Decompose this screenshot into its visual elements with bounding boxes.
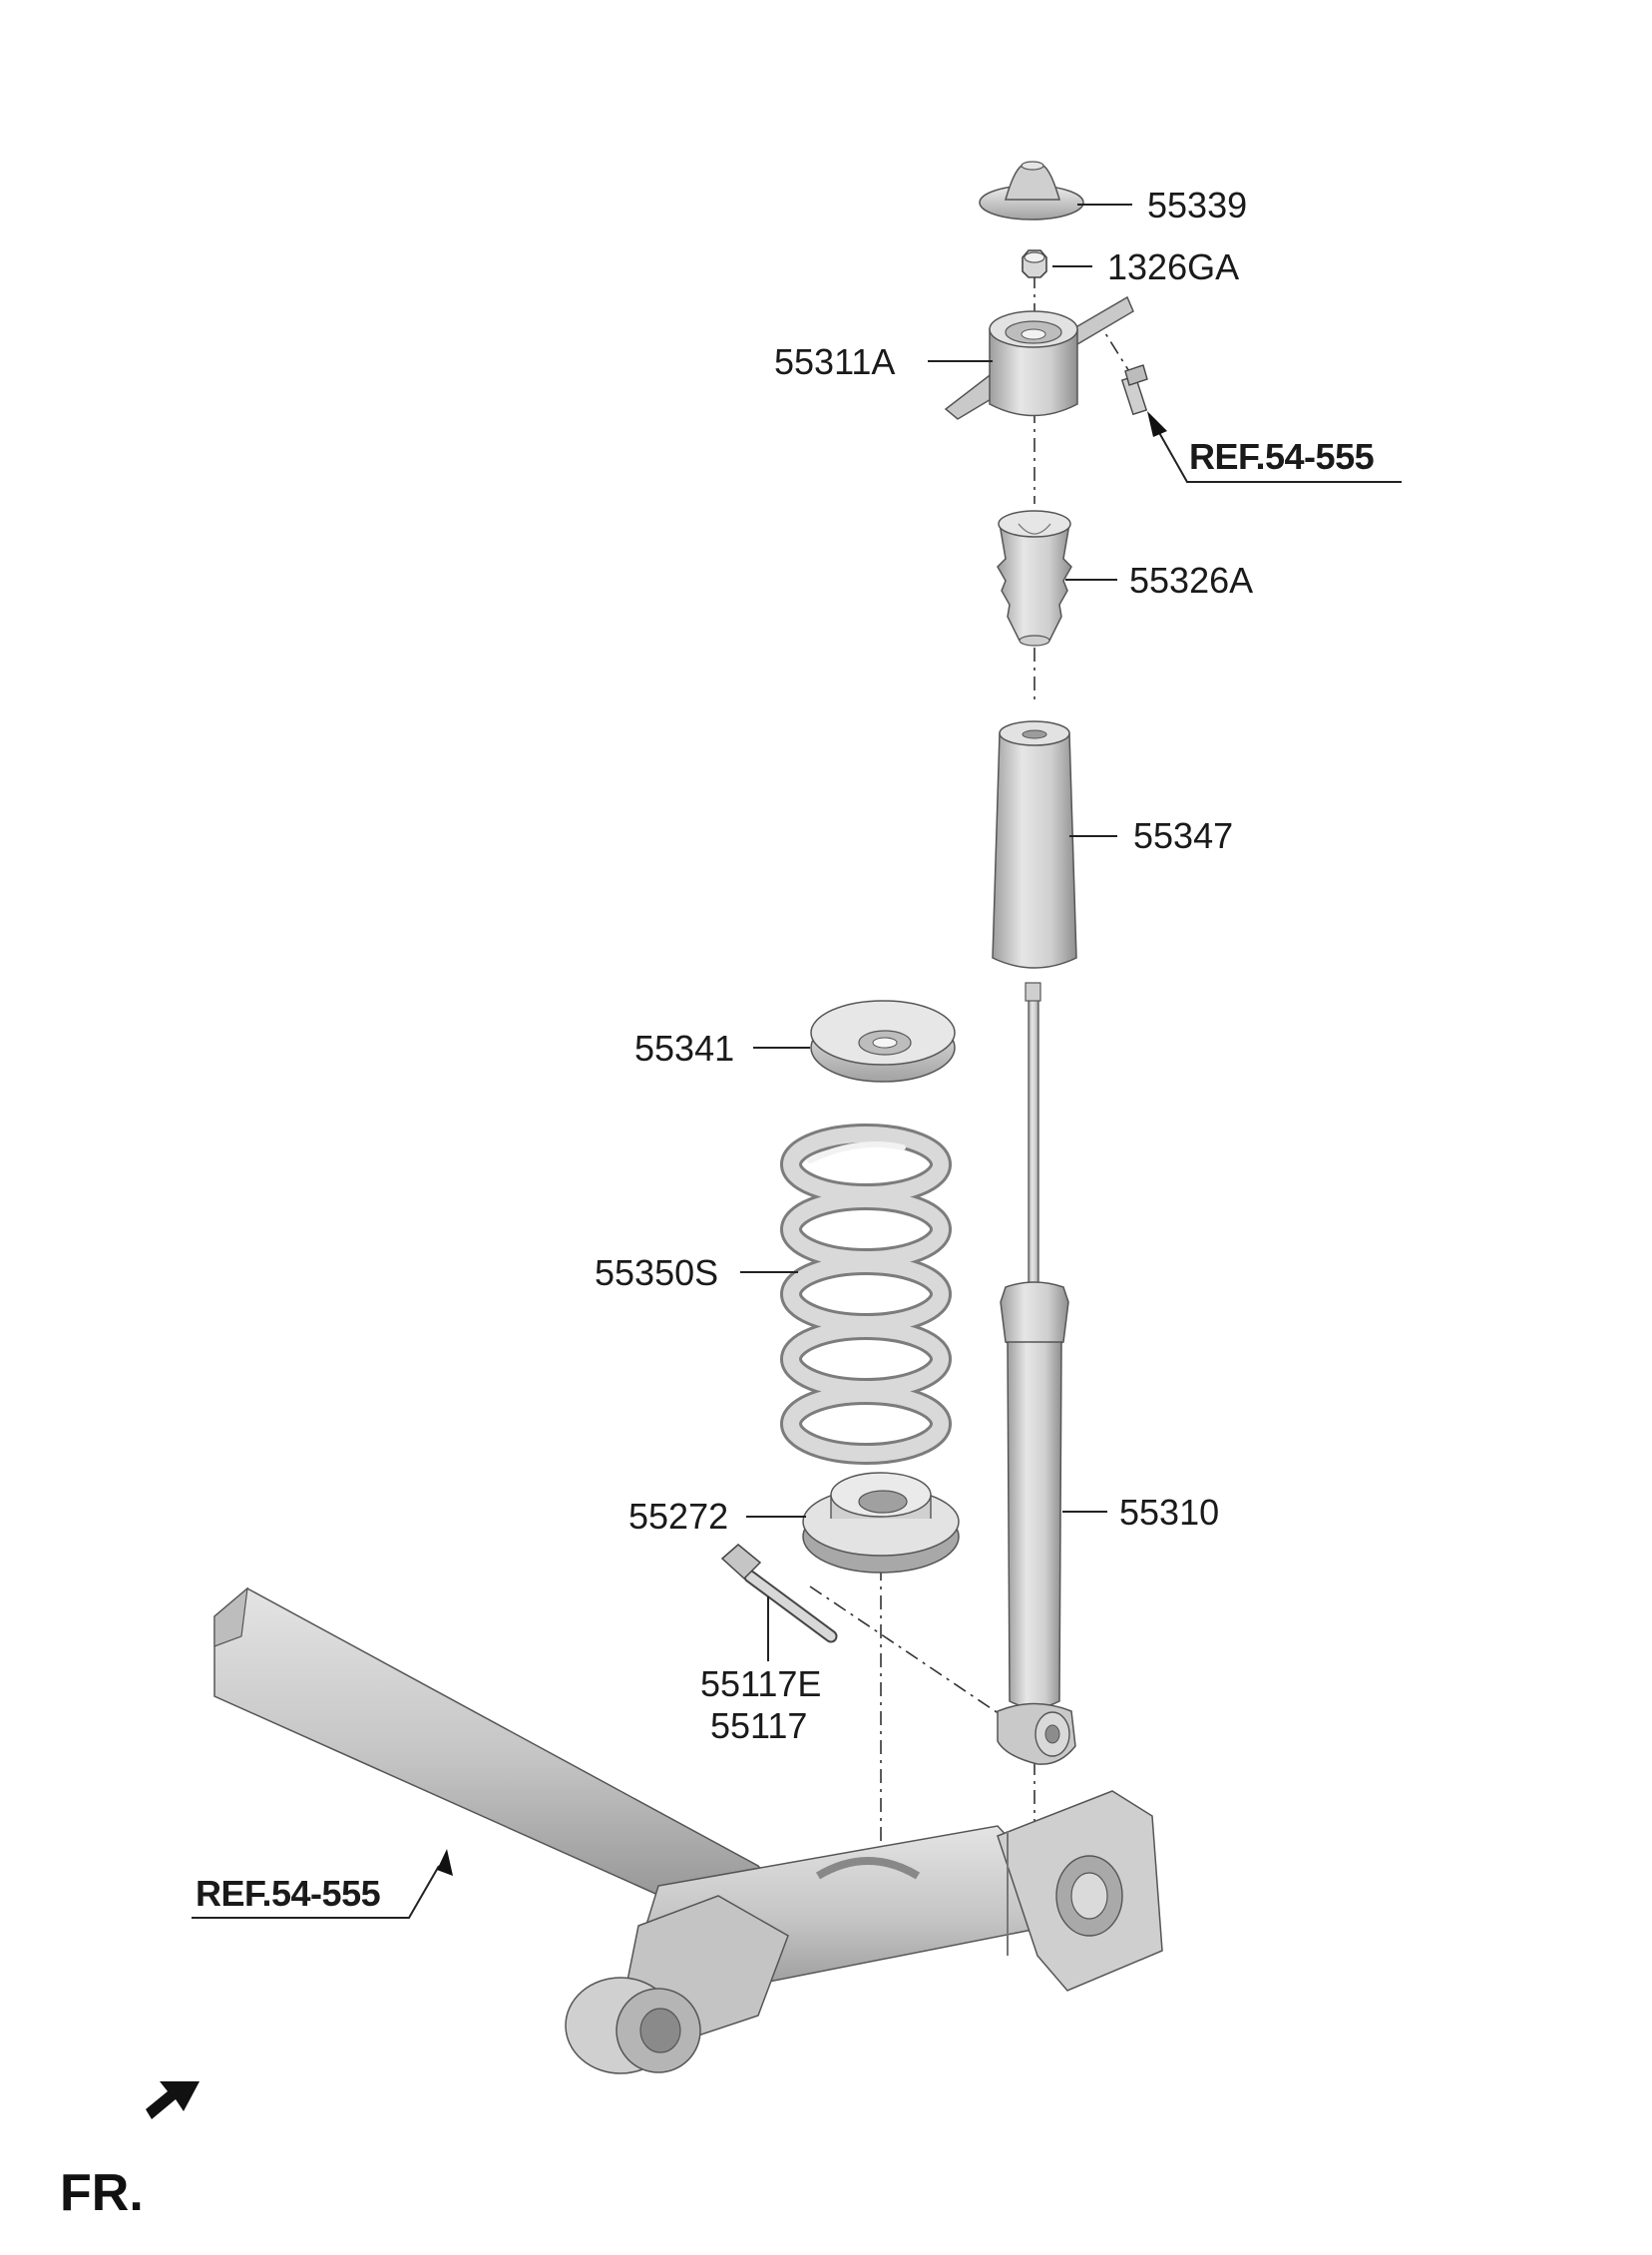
ref-54-555-top: REF.54-555 <box>1189 436 1375 477</box>
dust-cover-part-55347 <box>992 720 1077 969</box>
mount-bolt <box>1120 364 1148 416</box>
label-part-55347: 55347 <box>1133 815 1234 856</box>
ref-leader-bottom <box>192 1849 453 1919</box>
strut-mount-part-55311A <box>944 295 1134 420</box>
front-direction-arrow-icon <box>146 2081 200 2119</box>
label-part-55326A: 55326A <box>1129 560 1254 601</box>
shock-absorber-part-55310 <box>997 982 1076 1765</box>
front-direction-label: FR. <box>60 2164 144 2222</box>
bolt-part-55117E <box>720 1544 838 1643</box>
lower-spring-seat-part-55272 <box>802 1472 960 1574</box>
label-part-1326GA: 1326GA <box>1107 246 1240 287</box>
label-part-55117E: 55117E <box>700 1663 822 1704</box>
label-leaders <box>740 204 1132 1661</box>
ref-leader-top <box>1147 411 1402 483</box>
ref-54-555-bottom: REF.54-555 <box>196 1873 381 1914</box>
label-part-55339: 55339 <box>1147 185 1248 226</box>
label-part-55341: 55341 <box>634 1028 735 1069</box>
bump-stopper-part-55326A <box>997 510 1072 647</box>
top-cap-part-55339 <box>979 161 1084 221</box>
coil-spring-part-55350S <box>780 1124 952 1465</box>
label-part-55117: 55117 <box>710 1705 808 1746</box>
label-part-55272: 55272 <box>628 1496 729 1537</box>
nut-part-1326GA <box>1022 249 1047 278</box>
upper-spring-seat-part-55341 <box>810 1000 956 1083</box>
label-part-55350S: 55350S <box>595 1252 719 1293</box>
torsion-beam-axle <box>213 1586 1163 2074</box>
label-part-55311A: 55311A <box>774 341 896 382</box>
label-part-55310: 55310 <box>1119 1492 1220 1533</box>
